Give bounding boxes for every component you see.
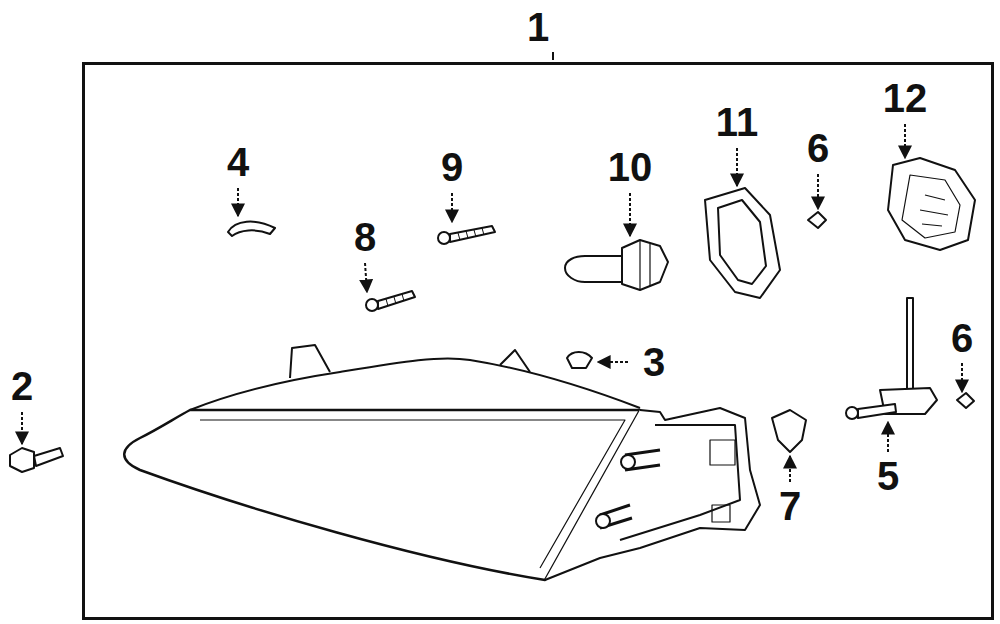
callout-number: 4 bbox=[227, 142, 249, 182]
callout-number: 6 bbox=[807, 128, 829, 168]
callout-number: 1 bbox=[527, 7, 549, 47]
callout-number: 9 bbox=[441, 147, 463, 187]
callout-number: 2 bbox=[11, 366, 33, 406]
callout-number: 8 bbox=[354, 217, 376, 257]
callout-number: 11 bbox=[716, 102, 758, 142]
callout-number: 7 bbox=[779, 486, 801, 526]
callout-number: 5 bbox=[877, 456, 899, 496]
callout-number: 12 bbox=[883, 78, 928, 118]
callout-number: 10 bbox=[608, 147, 653, 187]
parts-frame: 1 bbox=[82, 62, 994, 620]
callout-number: 6 bbox=[951, 318, 973, 358]
callout-number: 3 bbox=[643, 342, 665, 382]
